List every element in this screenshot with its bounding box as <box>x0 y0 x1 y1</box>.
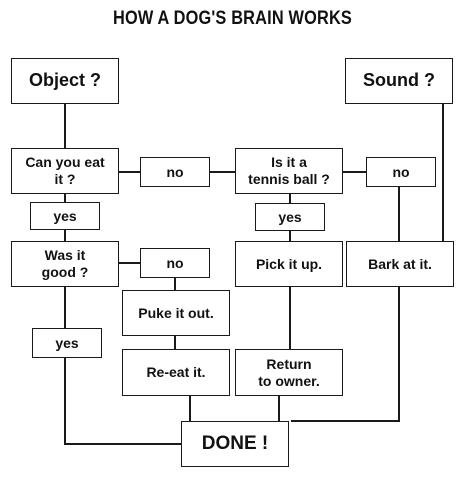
node-puke-it-out: Puke it out. <box>122 290 230 336</box>
node-re-eat-it: Re-eat it. <box>122 349 230 396</box>
connector-good-to-done-vertical <box>64 287 66 444</box>
connector-return-to-done <box>278 396 280 422</box>
connector-no-tennis-down <box>398 187 400 242</box>
label-no-tennis: no <box>366 157 436 187</box>
node-return-to-owner: Return to owner. <box>235 349 343 396</box>
node-pick-it-up: Pick it up. <box>235 241 343 287</box>
label-yes-good: yes <box>32 328 102 358</box>
connector-puke-to-reeat <box>174 336 176 350</box>
node-tennis-ball: Is it a tennis ball ? <box>235 148 343 194</box>
label-yes-eat: yes <box>30 202 100 230</box>
connector-bark-to-done-horizontal <box>291 420 400 422</box>
connector-no-good-down <box>174 277 176 291</box>
node-was-it-good: Was it good ? <box>11 241 119 287</box>
node-bark-at-it: Bark at it. <box>346 241 454 287</box>
connector-object-to-eat <box>64 103 66 148</box>
connector-bark-to-done-vertical <box>398 287 400 421</box>
connector-sound-to-bark <box>442 103 444 242</box>
label-yes-tennis: yes <box>255 203 325 231</box>
connector-reeat-to-done <box>189 396 191 422</box>
label-no-good: no <box>140 248 210 278</box>
node-object: Object ? <box>11 58 119 104</box>
node-done: DONE ! <box>181 421 289 467</box>
node-sound: Sound ? <box>345 58 453 104</box>
diagram-title: HOW A DOG'S BRAIN WORKS <box>112 8 352 29</box>
node-can-you-eat: Can you eat it ? <box>11 148 119 194</box>
connector-good-to-done-horizontal <box>64 443 182 445</box>
connector-pick-to-return <box>289 287 291 349</box>
label-no-eat: no <box>140 157 210 187</box>
